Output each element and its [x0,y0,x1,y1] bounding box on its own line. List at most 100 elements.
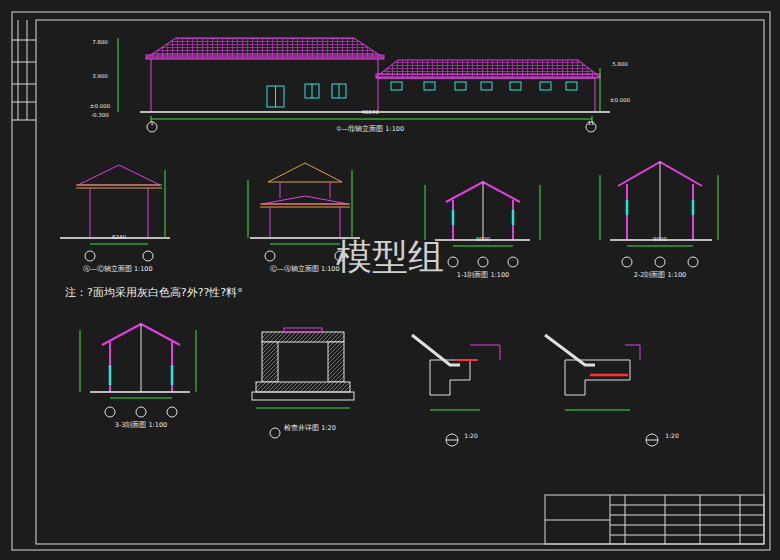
drawing-title: ①—⑪轴立面图 1:100 [336,126,404,133]
cad-rect [256,382,350,392]
cad-circle [508,257,518,267]
cad-polygon [146,38,384,58]
section-3 [80,324,196,417]
cad-circle [688,257,698,267]
cad-path [425,185,540,240]
cad-path [90,244,148,245]
cad-path [627,200,693,215]
cad-path [660,162,661,240]
cad-path [110,342,172,392]
cad-path [565,410,630,411]
cad-polygon [78,165,160,185]
cad-rect [328,342,344,382]
cad-path [446,440,458,441]
cad-path [625,345,640,360]
cad-path [430,410,480,411]
cad-path [256,408,350,409]
cad-rect [481,82,492,90]
cad-path [312,84,313,98]
cad-circle [136,407,146,417]
level-mark: -0.300 [91,112,109,118]
level-mark: ±0.000 [90,103,110,109]
section-2 [600,162,718,267]
cad-rect [455,82,466,90]
cad-path [118,38,600,112]
cad-path [430,360,470,395]
cad-path [590,374,628,377]
cad-path [453,246,513,247]
drawing-title: Ⓒ—Ⓐ轴立面图 1:100 [270,266,339,273]
cad-circle [622,257,632,267]
cad-rect [391,82,402,90]
cad-circle [270,428,280,438]
cad-circle [655,257,665,267]
drawing-title: 2-2剖面图 1:100 [634,272,686,279]
cad-rect [146,55,384,59]
cad-path [151,116,592,122]
cad-rect [12,12,770,550]
cad-circle [143,251,153,261]
cad-g [267,82,577,107]
dimension: 6240 [112,234,126,240]
cad-path [483,182,484,240]
cad-path [90,188,148,238]
cad-circle [586,122,596,132]
side-elevation [60,165,170,261]
cad-circle [478,257,488,267]
cad-polygon [262,196,348,204]
cad-polygon [268,163,342,182]
cad-path [627,246,693,247]
cad-rect [332,84,346,98]
cad-path [545,495,764,544]
check-well-detail [252,328,354,438]
cad-circle [446,434,458,446]
cad-path [470,345,500,360]
cad-circle [85,251,95,261]
cad-path [565,360,630,395]
cad-path [260,204,350,207]
cad-rect [566,82,577,90]
cad-rect [305,84,319,98]
drawing-title: 检查井详图 1:20 [284,425,336,432]
eave-detail [545,335,658,446]
scale-text: 1:20 [665,433,678,440]
cad-polygon [376,60,600,77]
eave-detail [412,335,500,446]
cad-rect [262,332,344,342]
cad-rect [510,82,521,90]
cad-path [453,200,513,240]
cad-rect [424,82,435,90]
cad-path [165,170,166,238]
cad-path [80,330,196,392]
main-elevation [118,38,610,132]
cad-path [270,244,340,245]
cad-path [600,175,718,240]
dimension: 48840 [361,109,379,115]
cad-path [453,210,513,225]
cad-path [248,170,352,238]
dimension: 9000 [476,236,490,242]
cad-path [455,359,478,361]
level-mark: 5.800 [612,61,628,67]
cad-path [110,398,172,399]
level-mark: 3.900 [92,73,108,79]
cad-circle [646,434,658,446]
cad-rect [284,328,322,332]
cad-path [12,20,36,120]
drawing-title: 1-1剖面图 1:100 [457,272,509,279]
cad-path [627,184,693,240]
cad-circle [147,122,157,132]
cad-path [141,324,142,392]
cad-path [339,84,340,98]
drawing-title: 3-3剖面图 1:100 [115,422,167,429]
title-block [545,495,764,544]
cad-circle [265,251,275,261]
axis-number: 11 [588,121,594,127]
level-mark: ±0.000 [610,97,630,103]
cad-path [90,391,190,393]
cad-rect [540,82,551,90]
cad-path [275,86,276,107]
axis-number: 1 [150,121,153,127]
cad-rect [267,86,284,107]
